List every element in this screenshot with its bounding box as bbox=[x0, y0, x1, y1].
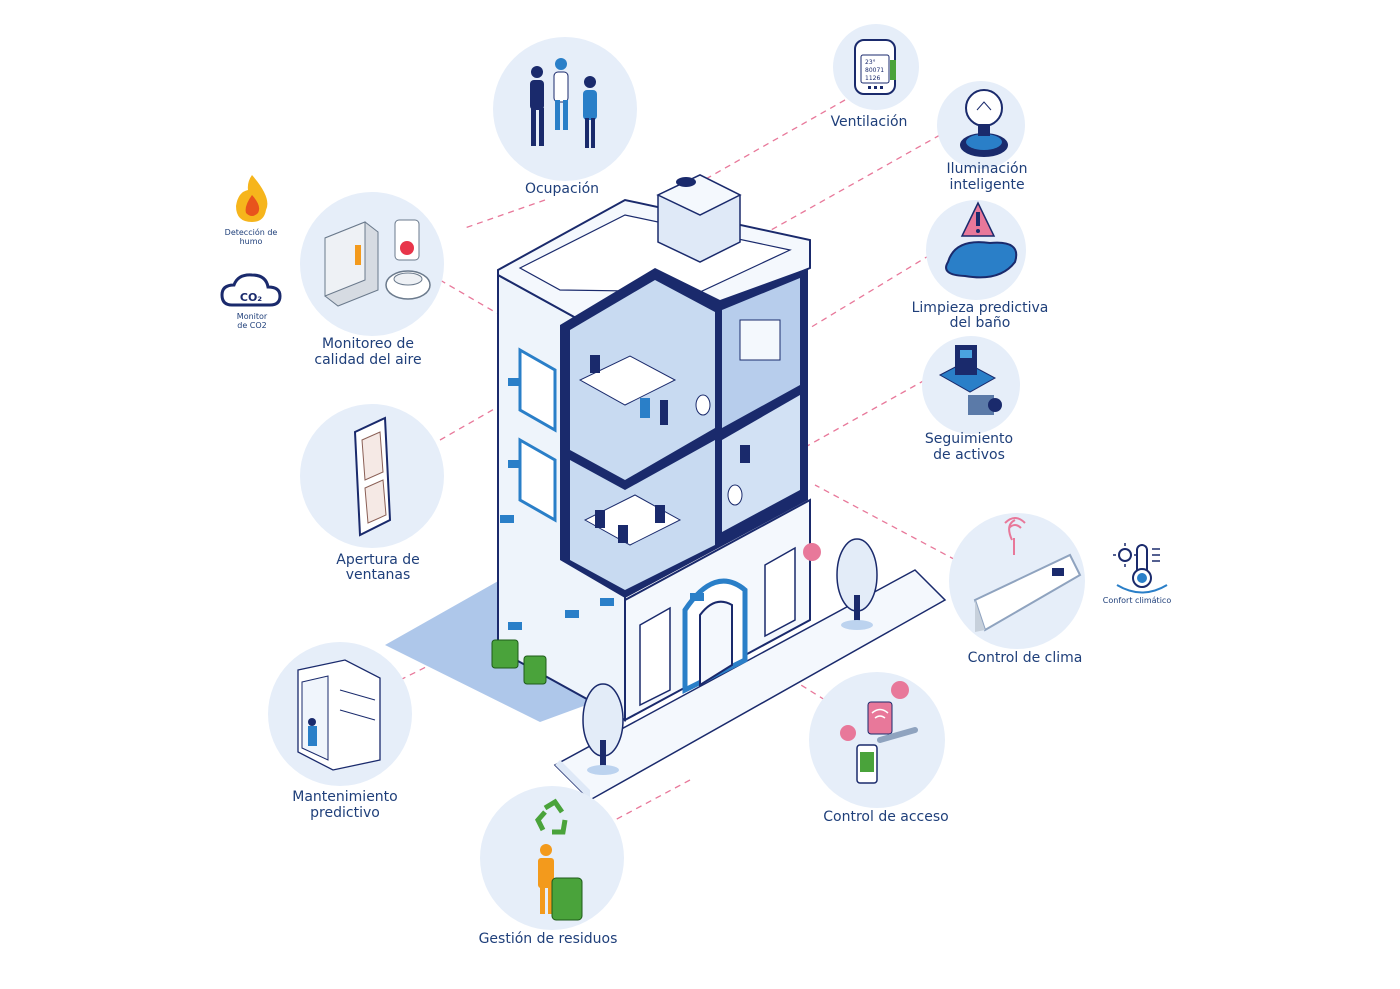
warning-icon bbox=[960, 201, 996, 237]
acceso-circle bbox=[809, 672, 945, 808]
label-limpieza-2: del baño bbox=[949, 315, 1011, 331]
ventanas-circle bbox=[300, 404, 444, 548]
co2-symbol: CO₂ bbox=[240, 291, 262, 304]
label-residuos: Gestión de residuos bbox=[478, 931, 618, 947]
label-limpieza-1: Limpieza predictiva bbox=[911, 300, 1049, 316]
label-iluminacion-2: inteligente bbox=[949, 177, 1025, 193]
label-iluminacion-1: Iluminación bbox=[946, 161, 1028, 177]
access-control-icon bbox=[840, 681, 918, 784]
asset-tracking-icon bbox=[938, 345, 1002, 415]
thermometer-sun-icon bbox=[1113, 543, 1168, 594]
screen-line-1: 23° bbox=[865, 59, 876, 66]
ventilacion-circle: 23° 80071 1126 bbox=[833, 24, 919, 110]
air-conditioner-icon bbox=[973, 517, 1082, 632]
label-mantenimiento-1: Mantenimiento bbox=[292, 789, 398, 805]
label-clima: Control de clima bbox=[967, 650, 1083, 666]
screen-line-2: 80071 bbox=[865, 67, 884, 74]
clima-circle bbox=[949, 513, 1085, 649]
worker-with-bin-icon bbox=[538, 844, 583, 921]
label-acceso: Control de acceso bbox=[823, 809, 949, 825]
label-ventanas-1: Apertura de bbox=[336, 552, 420, 568]
label-seguimiento-1: Seguimiento bbox=[924, 431, 1014, 447]
label-humo-1: Detección de bbox=[224, 228, 278, 237]
label-co2-1: Monitor bbox=[236, 312, 268, 321]
screen-line-3: 1126 bbox=[865, 75, 880, 82]
label-aire-2: calidad del aire bbox=[314, 352, 422, 368]
iluminacion-circle bbox=[937, 81, 1025, 169]
label-ventanas-2: ventanas bbox=[345, 567, 411, 583]
aire-circle bbox=[300, 192, 444, 336]
water-puddle-icon bbox=[945, 241, 1018, 279]
ocupacion-circle bbox=[493, 37, 637, 181]
residuos-circle bbox=[480, 786, 624, 930]
building-illustration bbox=[491, 174, 947, 801]
label-co2-2: de CO2 bbox=[237, 321, 267, 330]
window-icon bbox=[353, 416, 392, 537]
limpieza-circle bbox=[926, 200, 1026, 300]
label-mantenimiento-2: predictivo bbox=[310, 805, 380, 821]
recycling-icon bbox=[535, 798, 568, 835]
air-quality-icon bbox=[324, 219, 431, 307]
label-humo-2: humo bbox=[239, 237, 263, 246]
label-confort: Confort climático bbox=[1102, 596, 1172, 605]
label-ventilacion: Ventilación bbox=[830, 114, 908, 130]
label-aire-1: Monitoreo de bbox=[321, 336, 415, 352]
flame-icon bbox=[236, 175, 268, 222]
seguimiento-circle bbox=[922, 336, 1020, 434]
cloud-co2-icon: CO₂ bbox=[220, 273, 282, 307]
lightbulb-icon bbox=[960, 89, 1008, 157]
mantenimiento-circle bbox=[268, 642, 412, 786]
thermostat-icon: 23° 80071 1126 bbox=[854, 39, 896, 95]
people-icon bbox=[530, 58, 597, 148]
elevator-icon bbox=[297, 659, 381, 771]
label-seguimiento-2: de activos bbox=[933, 447, 1005, 463]
label-ocupacion: Ocupación bbox=[524, 181, 600, 197]
